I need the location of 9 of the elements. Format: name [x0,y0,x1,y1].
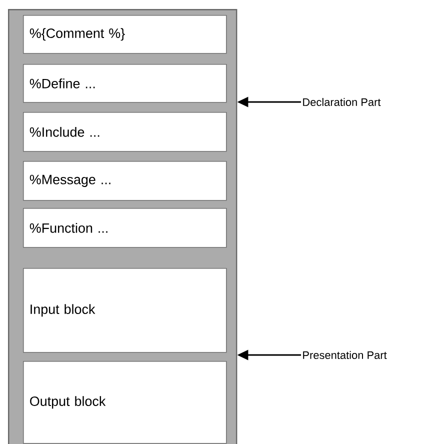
part-label: Declaration Part [303,98,381,106]
text-box: Output block [23,361,227,444]
text-box: %Define ... [23,64,227,103]
text-box: %Include ... [23,112,227,152]
text-box: Input block [23,268,227,353]
text-box: %Function ... [23,208,227,248]
text-box: %{Comment %} [23,15,227,54]
text-box: %Message ... [23,161,227,201]
part-label: Presentation Part [303,350,387,360]
